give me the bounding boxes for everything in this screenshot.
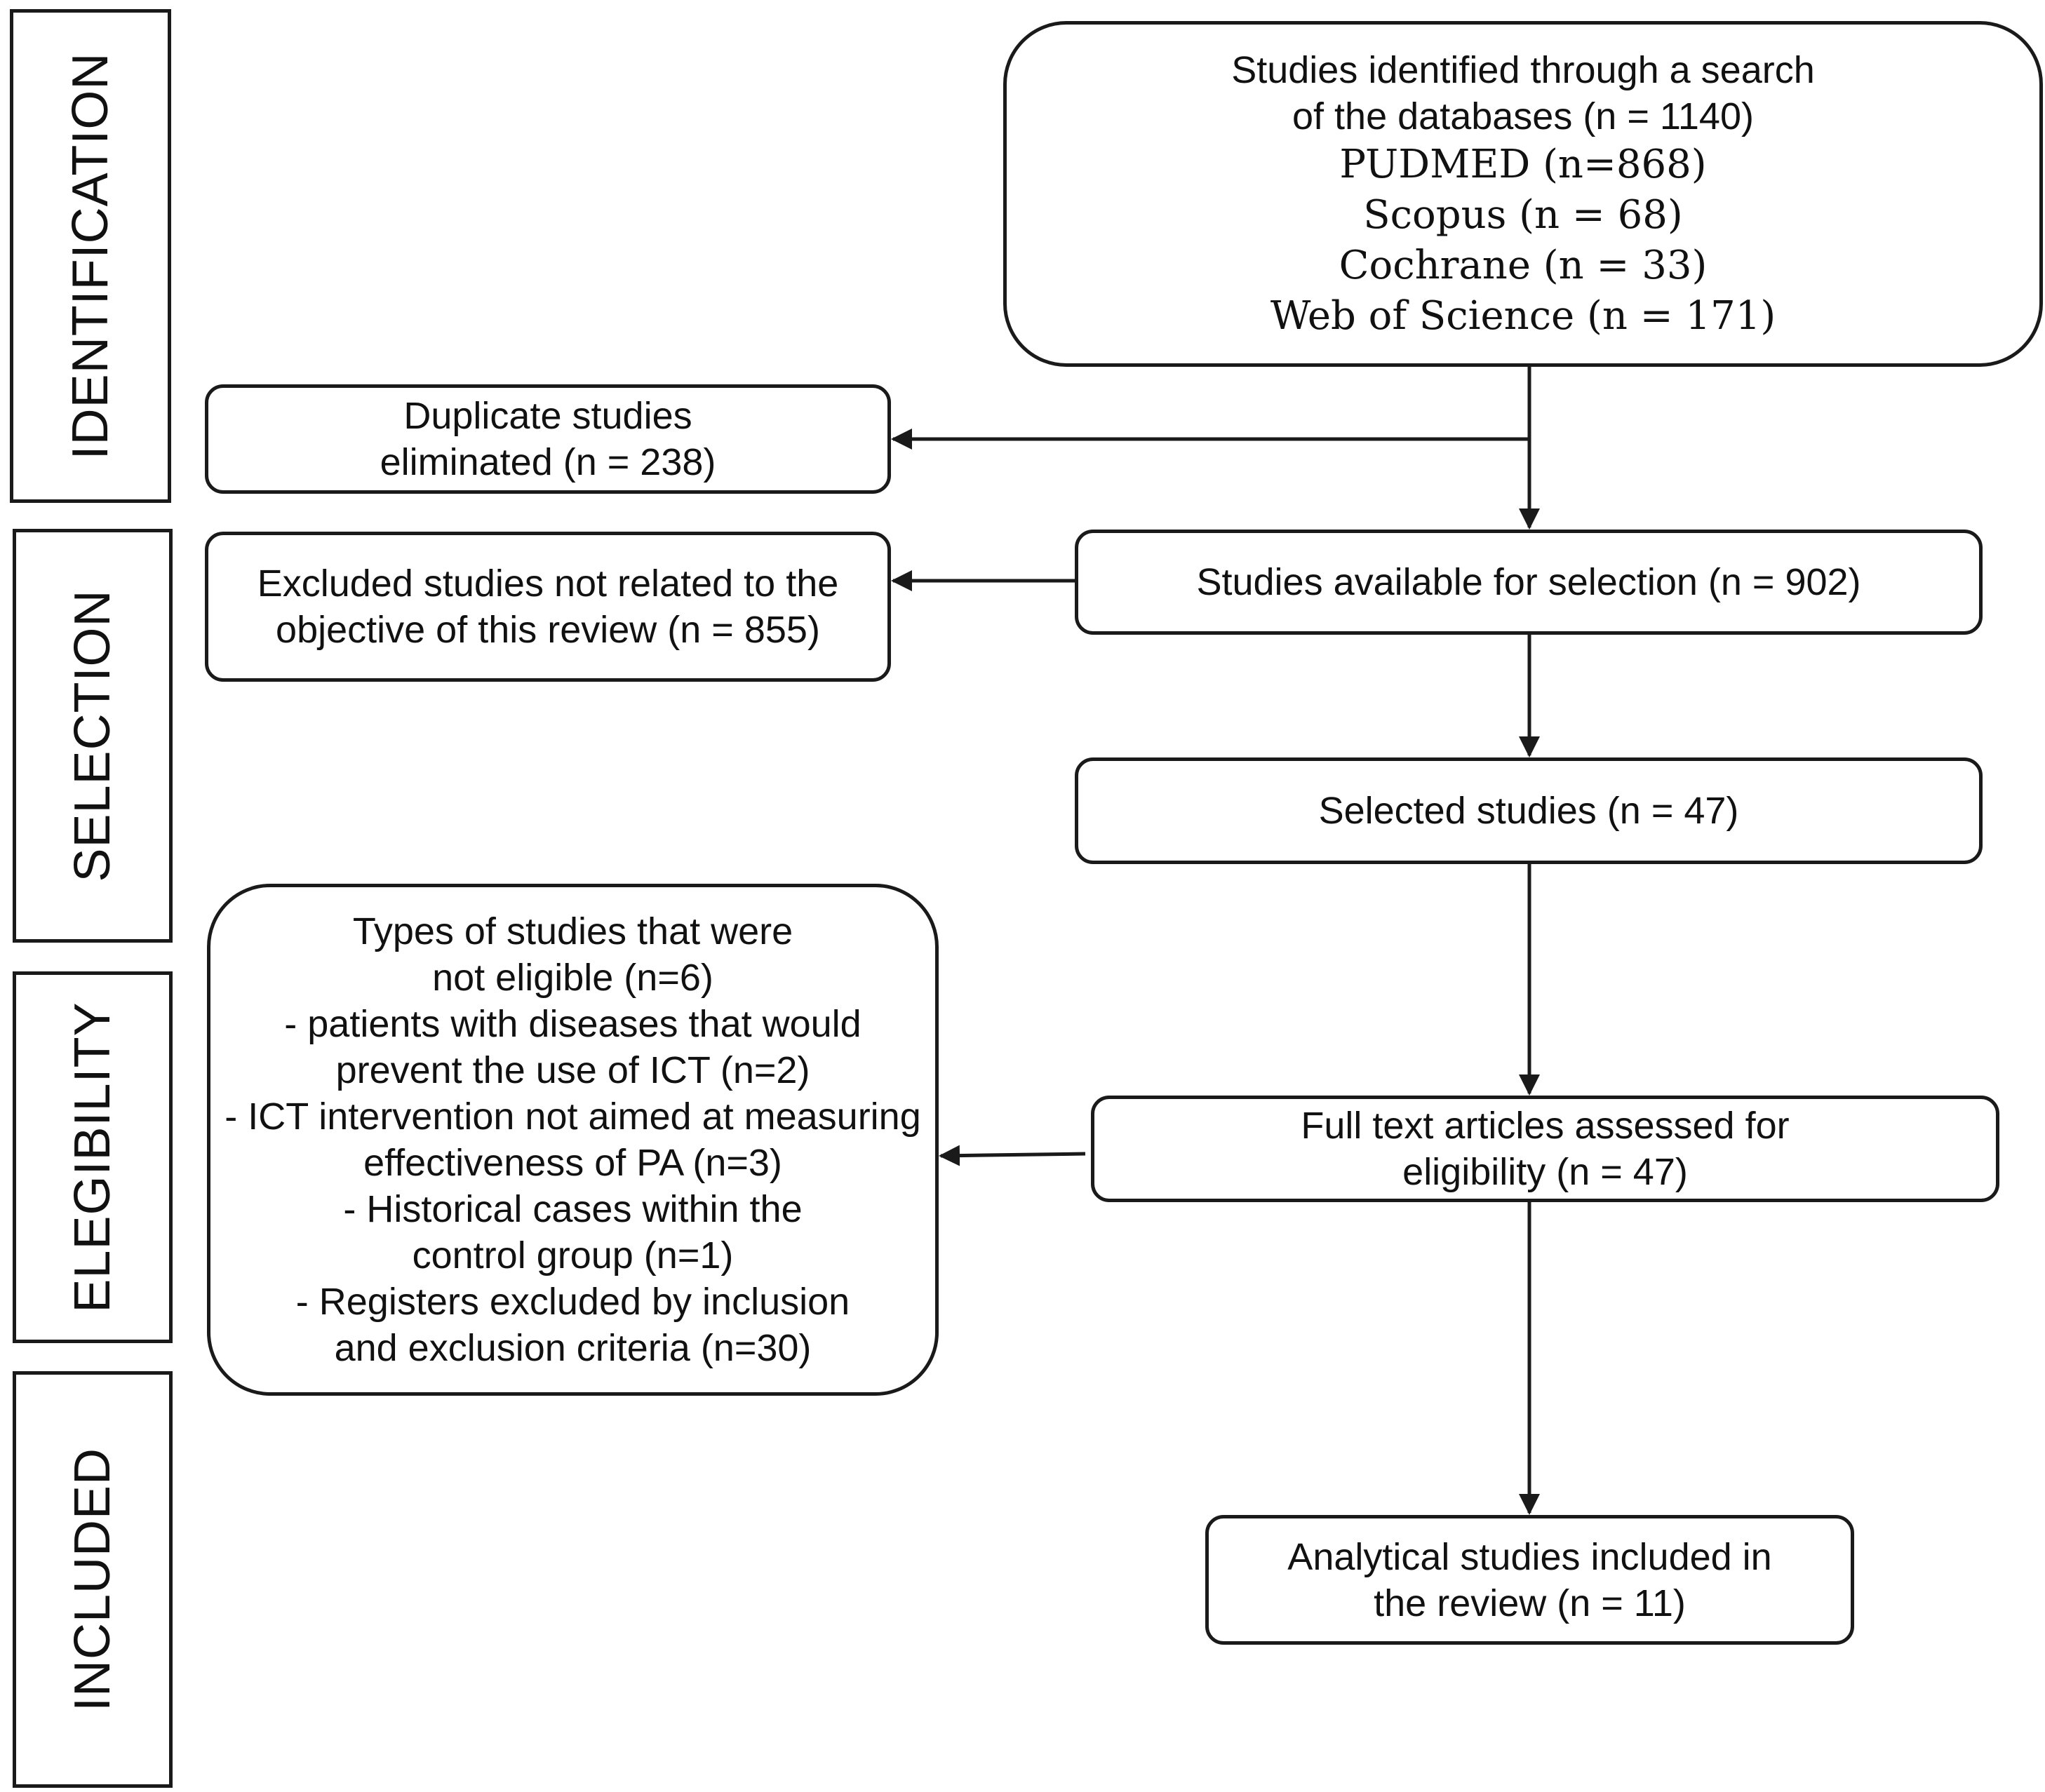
stage-identification: IDENTIFICATION xyxy=(10,9,171,503)
identified-line-cochrane: Cochrane (n = 33) xyxy=(1339,242,1708,288)
not-eligible-line-2: not eligible (n=6) xyxy=(432,957,713,999)
available-for-selection-box: Studies available for selection (n = 902… xyxy=(1075,530,1983,635)
selected-studies-box: Selected studies (n = 47) xyxy=(1075,757,1983,864)
identified-line-2: of the databases (n = 1140) xyxy=(1292,95,1754,137)
excluded-line-1: Excluded studies not related to the xyxy=(257,562,839,605)
not-eligible-line-7: - Historical cases within the xyxy=(343,1188,803,1230)
connector-full-text-to-not-eligible xyxy=(939,1145,1086,1166)
included-line-1: Analytical studies included in xyxy=(1287,1535,1772,1578)
identified-line-scopus: Scopus (n = 68) xyxy=(1363,191,1683,238)
identified-line-pubmed: PUDMED (n=868) xyxy=(1339,141,1707,187)
selected-line-1: Selected studies (n = 47) xyxy=(1318,790,1739,832)
not-eligible-line-9: - Registers excluded by inclusion xyxy=(295,1281,850,1323)
excluded-studies-box: Excluded studies not related to the obje… xyxy=(205,532,891,682)
excluded-line-2: objective of this review (n = 855) xyxy=(276,609,820,651)
stage-included: INCLUDED xyxy=(13,1371,173,1788)
stage-selection: SELECTION xyxy=(13,529,173,943)
not-eligible-line-5: - ICT intervention not aimed at measurin… xyxy=(224,1096,921,1138)
identified-line-1: Studies identified through a search xyxy=(1231,48,1815,91)
identified-line-wos: Web of Science (n = 171) xyxy=(1270,292,1776,339)
not-eligible-line-8: control group (n=1) xyxy=(412,1234,734,1276)
duplicates-removed-box: Duplicate studies eliminated (n = 238) xyxy=(205,384,891,494)
not-eligible-line-10: and exclusion criteria (n=30) xyxy=(334,1327,812,1369)
full-text-line-2: eligibility (n = 47) xyxy=(1402,1151,1688,1193)
available-line-1: Studies available for selection (n = 902… xyxy=(1196,561,1861,603)
full-text-line-1: Full text articles assessed for xyxy=(1301,1105,1790,1147)
not-eligible-line-6: effectiveness of PA (n=3) xyxy=(363,1142,782,1184)
records-identified-box: Studies identified through a search of t… xyxy=(1003,21,2043,367)
not-eligible-line-1: Types of studies that were xyxy=(352,910,793,952)
not-eligible-line-3: - patients with diseases that would xyxy=(284,1003,861,1045)
duplicates-line-1: Duplicate studies xyxy=(403,395,692,437)
studies-included-box: Analytical studies included in the revie… xyxy=(1205,1515,1854,1645)
not-eligible-box: Types of studies that were not eligible … xyxy=(207,884,939,1396)
full-text-assessed-box: Full text articles assessed for eligibil… xyxy=(1091,1096,1999,1202)
included-line-2: the review (n = 11) xyxy=(1374,1582,1686,1624)
duplicates-line-2: eliminated (n = 238) xyxy=(380,441,716,483)
not-eligible-line-4: prevent the use of ICT (n=2) xyxy=(335,1049,810,1091)
stage-elegibility: ELEGIBILITY xyxy=(13,971,173,1343)
